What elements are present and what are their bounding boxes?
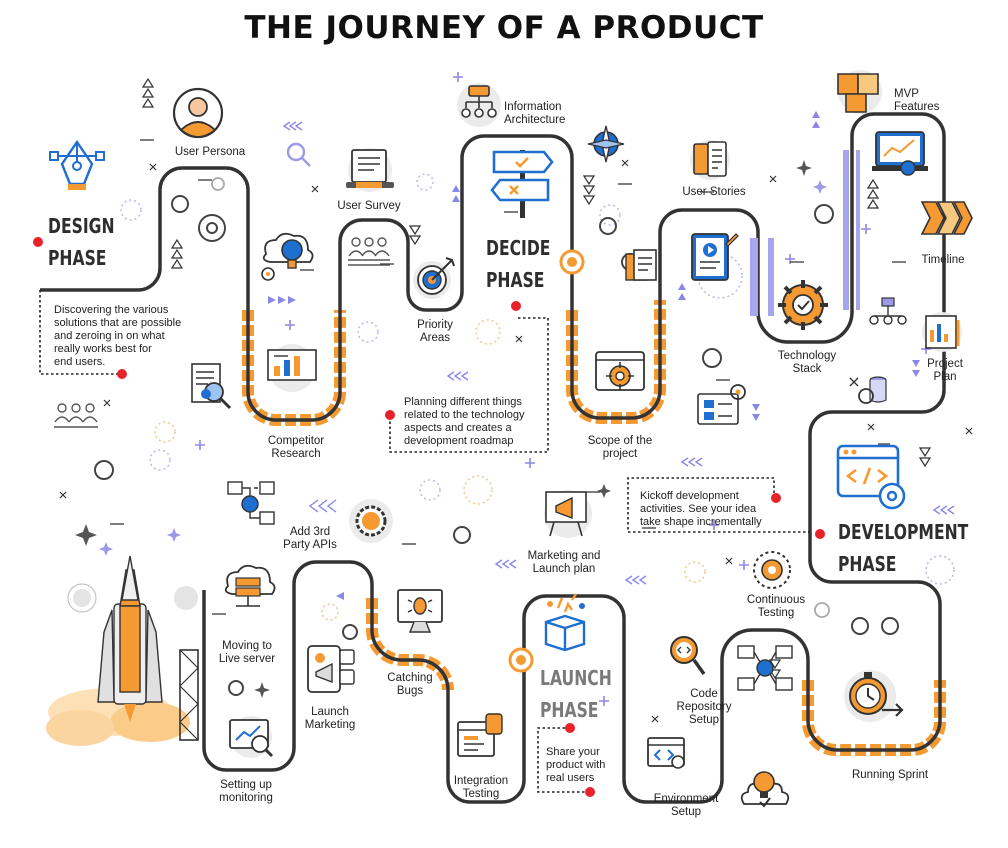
- code-browser-gear-icon: [836, 444, 906, 510]
- rocket-illustration: [46, 555, 199, 746]
- sitemap-icon: [457, 83, 501, 127]
- video-document-icon: [691, 233, 739, 281]
- monitoring-screen-icon: [229, 716, 274, 758]
- checklist-monitor-icon: [697, 384, 746, 425]
- label-user-stories: User Stories: [682, 186, 746, 198]
- label-timeline: Timeline: [921, 254, 965, 266]
- page-title: THE JOURNEY OF A PRODUCT: [244, 10, 764, 46]
- decide-phase-title: DECIDE PHASE: [486, 236, 551, 292]
- launch-box-icon: [544, 593, 586, 652]
- label-user-survey: User Survey: [337, 200, 401, 212]
- api-gear-icon: [349, 499, 393, 543]
- user-stories-icon: [690, 140, 730, 180]
- environment-code-icon: [647, 737, 685, 769]
- label-running-sprint: Running Sprint: [851, 769, 929, 781]
- cloud-server-icon: [224, 564, 276, 607]
- launch-marker: [508, 647, 534, 673]
- user-persona-icon: [172, 87, 224, 139]
- team-icon: [348, 237, 390, 266]
- pen-tool-icon: [49, 139, 105, 190]
- users-group-icon: [54, 403, 98, 428]
- timeline-chevron-icon: [920, 201, 973, 235]
- design-phase-title: DESIGN PHASE: [48, 214, 115, 270]
- target-icon: [413, 257, 455, 299]
- database-icon: [849, 376, 887, 404]
- tech-gear-icon: [778, 280, 828, 330]
- decide-marker: [559, 249, 585, 275]
- presentation-chart-icon: [267, 344, 317, 392]
- project-plan-icon: [922, 312, 962, 352]
- signpost-icon: [490, 150, 554, 218]
- red-dots: [33, 237, 825, 797]
- megaphone-board-icon: [544, 490, 592, 538]
- bug-monitor-icon: [397, 589, 443, 633]
- idea-cloud-icon: [740, 771, 790, 808]
- launch-phase-title: LAUNCH PHASE: [540, 666, 612, 722]
- scope-browser-icon: [595, 351, 645, 391]
- purple-stripe: [768, 238, 774, 316]
- development-phase-title: DEVELOPMENT PHASE: [838, 520, 969, 576]
- code-search-icon: [670, 636, 706, 676]
- puzzle-icon: [837, 70, 882, 114]
- decor-triangles: [268, 111, 920, 600]
- road-top: [40, 112, 946, 804]
- survey-laptop-icon: [346, 148, 394, 192]
- label-user-persona: User Persona: [174, 146, 246, 158]
- network-icon: [869, 297, 907, 325]
- devices-network-icon: [737, 645, 793, 691]
- sparkles: [75, 160, 812, 698]
- cloud-idea-icon: [261, 232, 314, 281]
- research-document-icon: [191, 363, 232, 410]
- documents-icon: [625, 249, 657, 281]
- sprint-stopwatch-icon: [844, 670, 904, 722]
- compass-icon: [587, 125, 625, 163]
- purple-stripe: [843, 150, 849, 310]
- testing-gear-icon: [753, 551, 791, 589]
- api-workflow-icon: [227, 481, 275, 525]
- analytics-dashboard-icon: [872, 131, 928, 176]
- purple-stripe: [750, 238, 758, 316]
- integration-window-icon: [457, 713, 503, 757]
- purple-stripe: [856, 150, 860, 310]
- launch-marketing-phone-icon: [307, 645, 355, 693]
